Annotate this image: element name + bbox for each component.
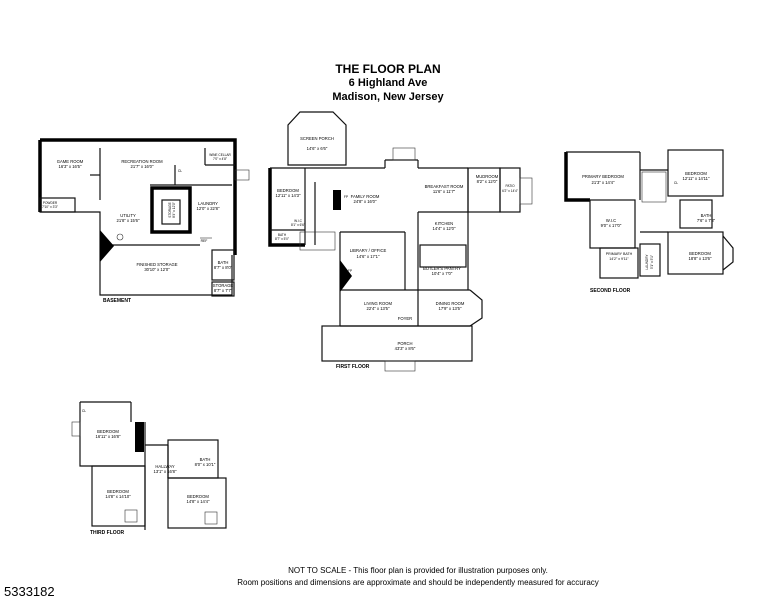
room-patio: PATIO — [505, 184, 515, 188]
room-wic-first: W.I.C — [294, 219, 302, 223]
floor-label-second: SECOND FLOOR — [590, 288, 631, 294]
room-primary-bedroom-dim: 21'3" x 14'4" — [592, 180, 615, 185]
room-storage-basement-dim: 8'4" x 12'0" — [172, 202, 176, 218]
room-bedroom-second-a: BEDROOM — [685, 171, 707, 176]
room-bedroom-third-c: BEDROOM — [187, 494, 209, 499]
plan-address: 6 Highland Ave — [348, 77, 428, 89]
first-floor-plan — [268, 111, 533, 372]
room-porch: PORCH — [397, 341, 412, 346]
room-bath-third-dim: 8'0" x 10'1" — [195, 462, 216, 467]
floor-labels: BASEMENT FIRST FLOOR SECOND FLOOR THIRD … — [90, 288, 631, 536]
floor-label-basement: BASEMENT — [103, 298, 131, 304]
basement-plan — [38, 138, 250, 297]
room-bath-basement-dim: 8'7" x 8'0" — [214, 265, 233, 270]
plan-title: THE FLOOR PLAN — [335, 62, 441, 76]
room-wic-second: W.I.C — [606, 218, 616, 223]
room-mudroom: MUDROOM — [476, 174, 499, 179]
room-laundry-second: LAUNDRY — [645, 254, 649, 270]
closet-mark-second: CL — [674, 181, 678, 185]
room-hallway-third-dim: 13'1" x 16'8" — [154, 469, 177, 474]
room-bath-first-dim: 8'7" x 5'0" — [275, 237, 289, 241]
room-bedroom-second-b-dim: 18'8" x 13'6" — [689, 256, 712, 261]
room-library-office-dim: 14'6" x 17'1" — [357, 254, 380, 259]
room-butlers-pantry-dim: 10'4" x 7'0" — [432, 271, 453, 276]
room-bedroom-third-a-dim: 16'11" x 16'8" — [96, 434, 121, 439]
room-library-office: LIBRARY / OFFICE — [350, 248, 387, 253]
room-mudroom-dim: 8'2" x 12'0" — [477, 179, 498, 184]
room-bedroom-third-b-dim: 14'8" x 14'10" — [105, 494, 131, 499]
fireplace-mark-library: FP — [348, 269, 353, 273]
room-bedroom-first-dim: 12'11" x 14'3" — [276, 193, 301, 198]
room-bath-first: BATH — [278, 233, 287, 237]
room-screen-porch: SCREEN PORCH — [300, 136, 334, 141]
room-powder-basement: POWDER — [43, 201, 58, 205]
disclaimer-line-1: NOT TO SCALE - This floor plan is provid… — [288, 566, 548, 575]
room-powder-basement-dim: 7'10" x 3'3" — [42, 205, 58, 209]
room-bath-second-dim: 7'6" x 7'8" — [697, 218, 716, 223]
closet-mark: CL — [178, 169, 182, 173]
room-wic-second-dim: 9'0" x 17'0" — [601, 223, 622, 228]
room-utility: UTILITY — [120, 213, 136, 218]
room-bath-third: BATH — [200, 457, 211, 462]
room-living-room-dim: 22'4" x 13'5" — [367, 306, 390, 311]
closet-mark-third: CL — [82, 409, 86, 413]
floor-label-third: THIRD FLOOR — [90, 530, 125, 536]
room-living-room: LIVING ROOM — [364, 301, 392, 306]
room-bedroom-first: BEDROOM — [277, 188, 299, 193]
room-wine-cellar-dim: 7'0" x 4'8" — [213, 157, 227, 161]
disclaimer-line-2: Room positions and dimensions are approx… — [237, 578, 599, 587]
fixture-marks: CL REF FP FP CL CL — [82, 169, 678, 413]
room-screen-porch-dim: 14'6" x 6'6" — [307, 146, 328, 151]
plan-city: Madison, New Jersey — [332, 91, 444, 103]
room-primary-bath: PRIMARY BATH — [606, 252, 633, 256]
room-breakfast-room: BREAKFAST ROOM — [425, 184, 464, 189]
room-laundry-basement: LAUNDRY — [198, 201, 218, 206]
room-bedroom-third-a: BEDROOM — [97, 429, 119, 434]
room-porch-dim: 43'3" x 8'6" — [395, 346, 416, 351]
room-laundry-basement-dim: 12'0" x 22'8" — [197, 206, 220, 211]
room-wic-first-dim: 8'1" x 6'6" — [291, 223, 305, 227]
room-recreation-room: RECREATION ROOM — [121, 159, 163, 164]
room-butlers-pantry: BUTLER'S PANTRY — [423, 266, 461, 271]
refrigerator-mark: REF — [201, 239, 208, 243]
room-laundry-second-dim: 5'1" x 5'1" — [650, 255, 654, 269]
room-family-room: FAMILY ROOM — [351, 194, 380, 199]
room-storage-basement: STORAGE — [168, 202, 172, 218]
room-dining-room-dim: 17'9" x 13'5" — [439, 306, 462, 311]
listing-id: 5333182 — [4, 584, 55, 599]
second-floor-plan — [564, 149, 734, 279]
room-bedroom-third-b: BEDROOM — [107, 489, 129, 494]
room-finished-storage-dim: 30'10" x 12'0" — [144, 267, 170, 272]
room-hallway-third: HALLWAY — [155, 464, 174, 469]
fireplace-mark-family: FP — [344, 195, 349, 199]
room-game-room: GAME ROOM — [57, 159, 84, 164]
room-bedroom-second-b: BEDROOM — [689, 251, 711, 256]
room-labels: GAME ROOM 16'3" x 16'5" RECREATION ROOM … — [42, 136, 716, 504]
room-storage-basement-2: STORAGE — [213, 283, 234, 288]
room-kitchen: KITCHEN — [435, 221, 453, 226]
room-kitchen-dim: 14'4" x 12'0" — [433, 226, 456, 231]
room-bedroom-second-a-dim: 12'11" x 14'11" — [682, 176, 710, 181]
room-utility-dim: 21'8" x 15'6" — [117, 218, 140, 223]
room-bath-second: BATH — [701, 213, 712, 218]
room-family-room-dim: 24'8" x 16'0" — [354, 199, 377, 204]
room-primary-bath-dim: 14'2" x 9'11" — [609, 257, 629, 261]
room-bath-basement: BATH — [218, 260, 229, 265]
room-recreation-room-dim: 21'7" x 16'0" — [131, 164, 154, 169]
room-patio-dim: 6'2" x 14'4" — [502, 189, 518, 193]
room-finished-storage: FINISHED STORAGE — [136, 262, 177, 267]
room-wine-cellar: WINE CELLAR — [209, 153, 231, 157]
floor-label-first: FIRST FLOOR — [336, 364, 370, 370]
room-bedroom-third-c-dim: 14'8" x 14'4" — [187, 499, 210, 504]
room-game-room-dim: 16'3" x 16'5" — [59, 164, 82, 169]
room-primary-bedroom: PRIMARY BEDROOM — [582, 174, 624, 179]
room-breakfast-room-dim: 11'6" x 11'7" — [433, 189, 456, 194]
third-floor-plan — [71, 401, 227, 530]
room-dining-room: DINING ROOM — [436, 301, 465, 306]
room-storage-basement-2-dim: 8'7" x 7'7" — [214, 288, 233, 293]
room-foyer: FOYER — [398, 316, 412, 321]
